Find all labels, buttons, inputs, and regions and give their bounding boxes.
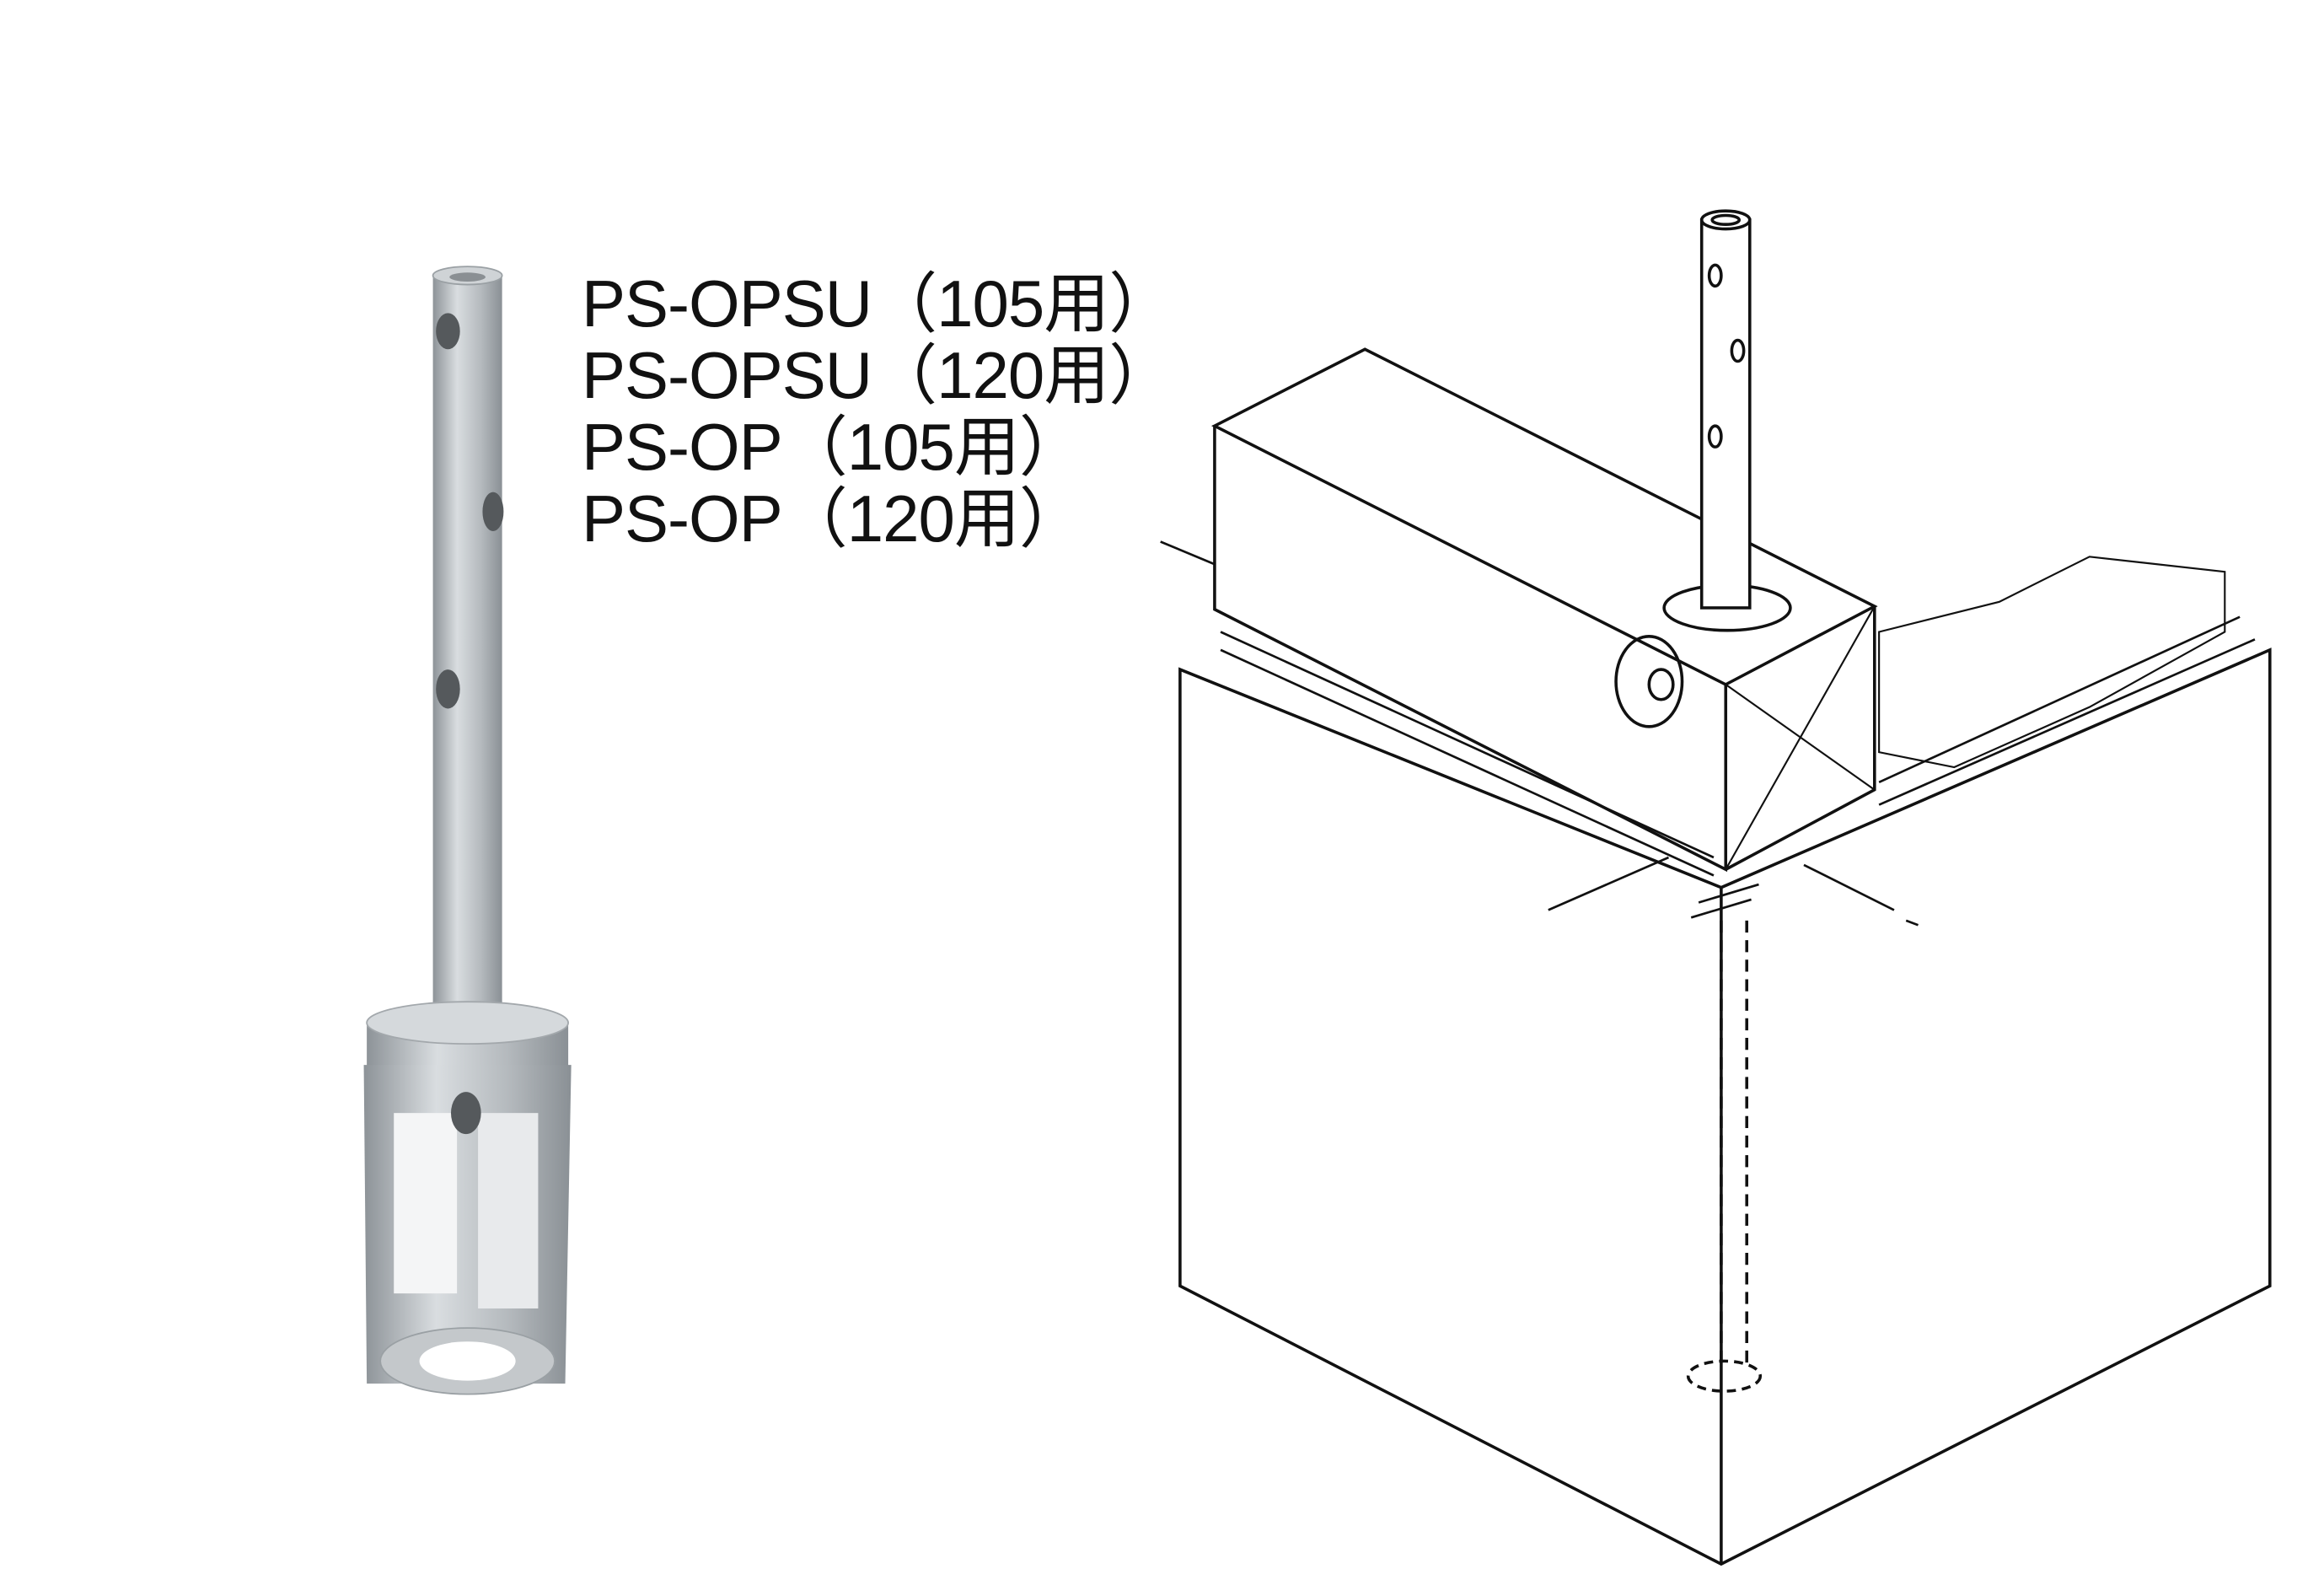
product-model-labels: PS-OPSU（105用） PS-OPSU（120用） PS-OP（105用） …	[582, 266, 1174, 556]
model-label: PS-OPSU（120用）	[582, 338, 1174, 412]
installation-line-drawing	[1160, 209, 2272, 1566]
product-photo-pole-fitting	[363, 266, 572, 1395]
model-label: PS-OPSU（105用）	[582, 266, 1174, 341]
model-label: PS-OP（105用）	[582, 410, 1085, 484]
model-label: PS-OP（120用）	[582, 481, 1085, 556]
